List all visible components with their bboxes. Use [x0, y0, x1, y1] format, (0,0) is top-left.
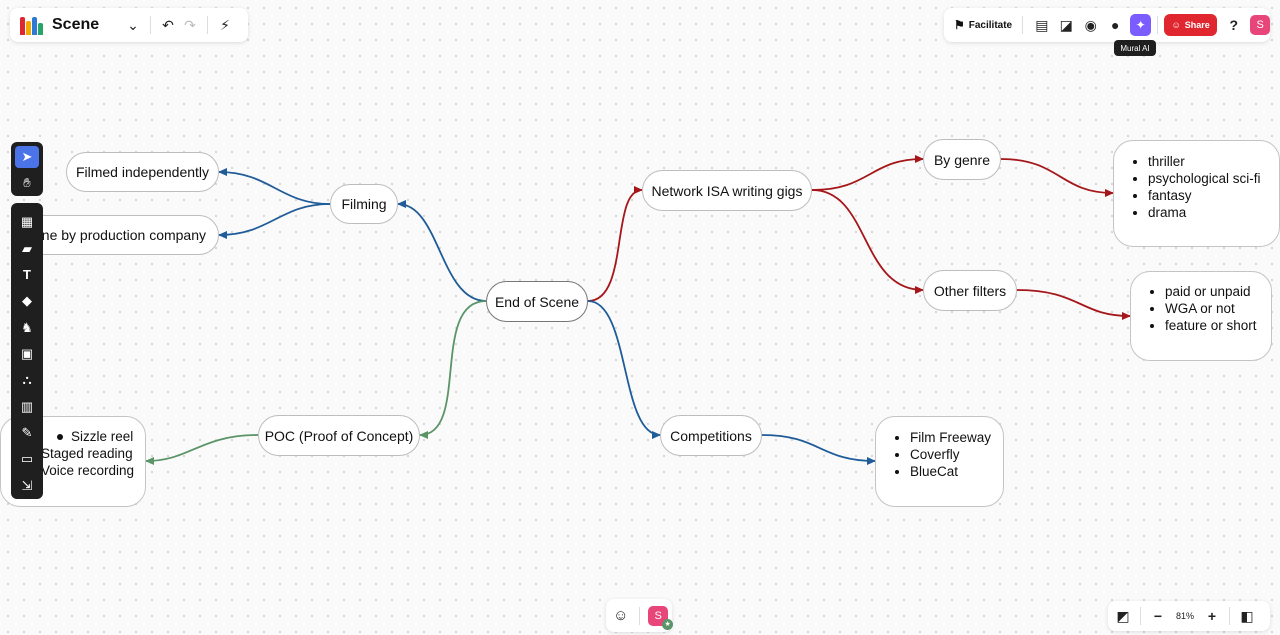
- text-icon[interactable]: T: [23, 267, 31, 283]
- divider: [1140, 607, 1141, 625]
- facilitate-button[interactable]: ⚑ Facilitate: [954, 18, 1012, 32]
- board-actions: ⚑ Facilitate ▤ ◪ ◉ ● ✦ ☺ Share ? S: [944, 8, 1270, 42]
- mural-ai-tooltip: Mural AI: [1114, 40, 1156, 56]
- selection-toolbar: ➤ ✋︎: [11, 142, 43, 196]
- share-label: Share: [1184, 20, 1210, 30]
- edge-network-filters[interactable]: [811, 189, 924, 294]
- shapes-icon[interactable]: ◆: [22, 293, 32, 309]
- redo-icon[interactable]: ↷: [184, 16, 196, 33]
- share-button[interactable]: ☺ Share: [1164, 14, 1217, 36]
- edge-center-competitions[interactable]: [587, 300, 661, 439]
- undo-icon[interactable]: ↶: [162, 16, 174, 33]
- board-title[interactable]: Scene: [52, 16, 100, 33]
- list-genre-item: psychological sci-fi: [1148, 170, 1279, 187]
- node-production-company[interactable]: Done by production company: [24, 215, 219, 255]
- facilitate-icon: ⚑: [954, 18, 965, 32]
- list-poc-item: Voice recording: [41, 463, 135, 478]
- divider: [207, 16, 208, 34]
- help-icon[interactable]: ?: [1229, 17, 1238, 33]
- edge-filming-independent[interactable]: [218, 168, 331, 205]
- list-filters[interactable]: paid or unpaid WGA or not feature or sho…: [1130, 271, 1272, 361]
- tools-toolbar: ▦ ▰ T ◆ ♞ ▣ ⛬ ▥ ✎ ▭ ⇲: [11, 203, 43, 499]
- list-competitions-item: Coverfly: [910, 446, 1003, 463]
- image-icon[interactable]: ▣: [20, 345, 34, 361]
- facilitate-label: Facilitate: [968, 19, 1013, 31]
- list-filters-item: paid or unpaid: [1165, 283, 1271, 300]
- divider: [1229, 607, 1230, 625]
- edge-center-network[interactable]: [587, 186, 643, 302]
- reactions-bar: ☺ S ★: [606, 599, 674, 632]
- list-competitions[interactable]: Film Freeway Coverfly BlueCat: [875, 416, 1004, 507]
- list-filters-item: WGA or not: [1165, 300, 1271, 317]
- divider: [1157, 16, 1159, 34]
- node-filmed-independently[interactable]: Filmed independently: [66, 152, 219, 192]
- outline-icon[interactable]: ▤: [1035, 16, 1049, 33]
- table-icon[interactable]: ▥: [20, 398, 34, 414]
- comments-icon[interactable]: ◉: [1084, 16, 1097, 33]
- upload-icon[interactable]: ⇲: [21, 477, 33, 493]
- templates-icon[interactable]: ▦: [20, 214, 34, 230]
- frame-icon[interactable]: ▭: [20, 451, 34, 467]
- list-poc-item: Staged reading: [41, 446, 133, 461]
- zoom-in-icon[interactable]: +: [1207, 608, 1217, 624]
- edge-network-genre[interactable]: [811, 155, 924, 191]
- edge-center-filming[interactable]: [397, 200, 487, 302]
- node-end-of-scene[interactable]: End of Scene: [486, 281, 588, 322]
- sticky-note-icon[interactable]: ▰: [22, 240, 32, 256]
- user-avatar[interactable]: S: [1250, 15, 1270, 35]
- list-genre-item: thriller: [1148, 153, 1279, 170]
- chevron-down-icon[interactable]: ⌄: [127, 16, 139, 33]
- node-network-isa[interactable]: Network ISA writing gigs: [642, 170, 812, 211]
- zoom-level[interactable]: 81%: [1175, 611, 1194, 621]
- share-icon: ☺: [1171, 20, 1181, 30]
- node-other-filters[interactable]: Other filters: [923, 270, 1017, 311]
- board-header: Scene ⌄ ↶ ↷ ⚡︎: [10, 8, 248, 42]
- panel-toggle-icon[interactable]: ◧: [1240, 607, 1254, 624]
- present-icon[interactable]: ◪: [1059, 16, 1073, 33]
- node-competitions[interactable]: Competitions: [660, 415, 762, 456]
- participant-avatar-wrapper: S ★: [648, 605, 674, 630]
- edge-filters-list[interactable]: [1016, 289, 1131, 320]
- divider: [1022, 16, 1024, 34]
- map-icon[interactable]: ◩: [1116, 607, 1130, 624]
- node-poc[interactable]: POC (Proof of Concept): [258, 415, 420, 456]
- star-icon: ★: [662, 618, 674, 630]
- node-filming[interactable]: Filming: [330, 184, 398, 224]
- list-poc-item: Sizzle reel: [57, 429, 133, 444]
- list-genre[interactable]: thriller psychological sci-fi fantasy dr…: [1113, 140, 1280, 247]
- list-competitions-item: Film Freeway: [910, 429, 1003, 446]
- edge-filming-company[interactable]: [218, 203, 331, 239]
- edge-competitions-list[interactable]: [761, 434, 876, 465]
- emoji-icon[interactable]: ☺: [613, 607, 629, 624]
- zoom-controls: ◩ − 81% + ◧: [1108, 601, 1270, 631]
- select-tool-icon[interactable]: ➤: [15, 146, 39, 168]
- collaborators-icon[interactable]: ●: [1110, 17, 1120, 33]
- list-competitions-item: BlueCat: [910, 463, 1003, 480]
- mural-logo[interactable]: [20, 15, 46, 35]
- mural-ai-button[interactable]: ✦: [1129, 14, 1152, 36]
- list-filters-item: feature or short: [1165, 317, 1271, 334]
- list-genre-item: drama: [1148, 204, 1279, 221]
- node-production-company-label: Done by production company: [24, 227, 206, 243]
- lightning-icon[interactable]: ⚡︎: [220, 16, 230, 33]
- divider: [639, 606, 641, 625]
- divider: [150, 16, 151, 34]
- node-by-genre[interactable]: By genre: [923, 139, 1001, 180]
- icons-llama-icon[interactable]: ♞: [21, 319, 33, 335]
- list-genre-item: fantasy: [1148, 187, 1279, 204]
- hand-tool-icon[interactable]: ✋︎: [23, 175, 31, 190]
- edge-center-poc[interactable]: [419, 300, 487, 439]
- draw-pen-icon[interactable]: ✎: [21, 425, 33, 441]
- diagram-icon[interactable]: ⛬: [22, 372, 32, 388]
- edge-genre-list[interactable]: [1000, 158, 1114, 197]
- zoom-out-icon[interactable]: −: [1153, 608, 1163, 624]
- edge-poc-list[interactable]: [145, 434, 259, 465]
